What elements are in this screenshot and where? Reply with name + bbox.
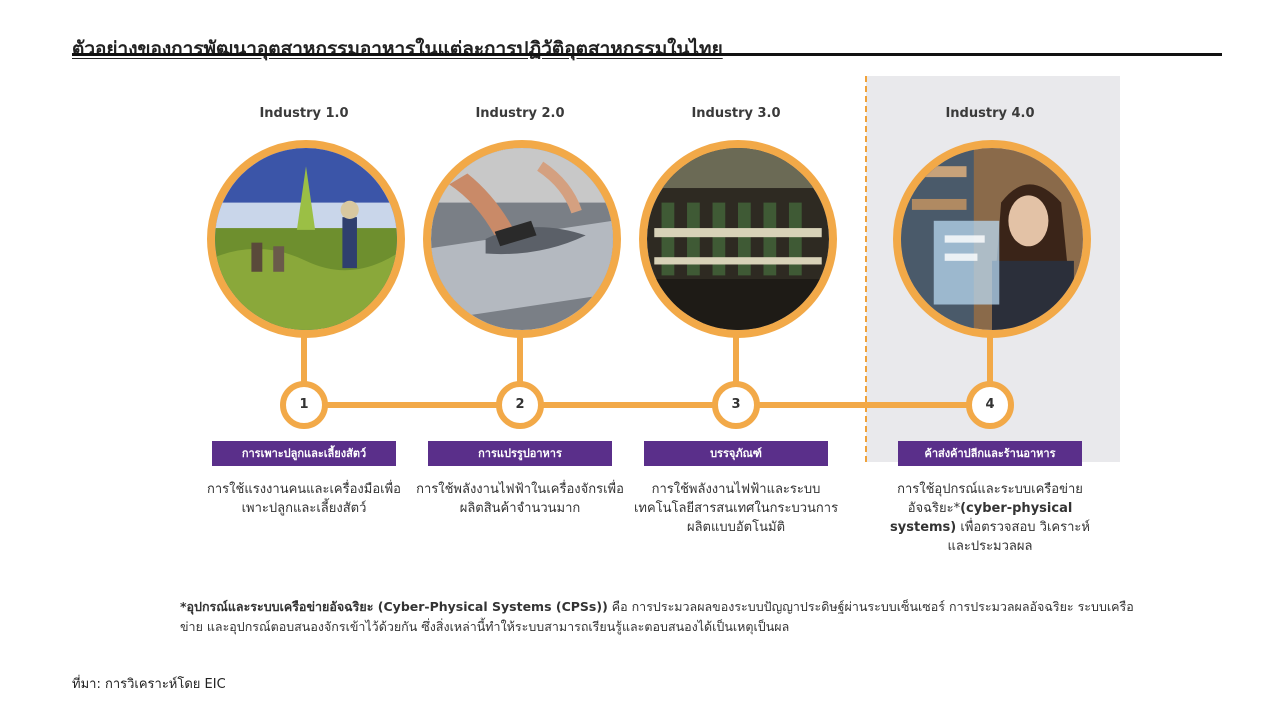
stage-description-bold: (cyber-physical systems) — [890, 501, 1073, 535]
farmers-in-rice-field-image — [207, 140, 405, 338]
stage-number: 2 — [496, 381, 544, 429]
stage-label: บรรจุภัณฑ์ — [644, 441, 828, 466]
stage-heading: Industry 4.0 — [945, 106, 1035, 121]
stage-description-pre: การใช้อุปกรณ์และระบบเครือข่ายอัจฉริยะ* — [897, 482, 1083, 516]
stage-4: Industry 4.0 4 ค้าส่งค้าปลีกและร้านอาหาร… — [870, 0, 1110, 720]
footnote: *อุปกรณ์และระบบเครือข่ายอัจฉริยะ (Cyber-… — [180, 597, 1140, 637]
stage-description: การใช้อุปกรณ์และระบบเครือข่ายอัจฉริยะ*(c… — [880, 480, 1100, 556]
title-underline — [72, 53, 1222, 56]
stage-2: Industry 2.0 2 การแปรรูปอาหาร การใช้พลัง… — [400, 0, 640, 720]
stage-connector — [733, 336, 739, 382]
footnote-term: *อุปกรณ์และระบบเครือข่ายอัจฉริยะ (Cyber-… — [180, 599, 608, 614]
fish-processing-image — [423, 140, 621, 338]
stage-1: Industry 1.0 1 การเพาะปลูกและเลี้ยงสัตว์… — [184, 0, 424, 720]
stage-heading: Industry 2.0 — [475, 106, 565, 121]
stage-connector — [301, 336, 307, 382]
timeline-connector — [306, 402, 992, 408]
stage-label: ค้าส่งค้าปลีกและร้านอาหาร — [898, 441, 1082, 466]
footnote-text: คือ การประมวลผลของระบบปัญญาประดิษฐ์ผ่านร… — [180, 599, 1134, 634]
source-note: ที่มา: การวิเคราะห์โดย EIC — [72, 677, 226, 692]
stage-description: การใช้พลังงานไฟฟ้าในเครื่องจักรเพื่อผลิต… — [416, 482, 624, 516]
stage-number: 1 — [280, 381, 328, 429]
stage-description: การใช้พลังงานไฟฟ้าและระบบเทคโนโลยีสารสนเ… — [633, 482, 839, 535]
stage-label: การเพาะปลูกและเลี้ยงสัตว์ — [212, 441, 396, 466]
stage-description-post: เพื่อตรวจสอบ วิเคราะห์และประมวลผล — [947, 520, 1090, 554]
stage-connector — [987, 336, 993, 382]
stage-label: การแปรรูปอาหาร — [428, 441, 612, 466]
bottling-line-image — [639, 140, 837, 338]
woman-with-digital-screen-image — [893, 140, 1091, 338]
stage-heading: Industry 3.0 — [691, 106, 781, 121]
stage-3: Industry 3.0 3 บรรจุภัณฑ์ การใช้พลังงานไ… — [616, 0, 856, 720]
dashed-divider — [865, 76, 867, 462]
stage-description: การใช้แรงงานคนและเครื่องมือเพื่อเพาะปลูก… — [207, 482, 401, 516]
stage-heading: Industry 1.0 — [259, 106, 349, 121]
stage-connector — [517, 336, 523, 382]
stage-number: 3 — [712, 381, 760, 429]
stage-number: 4 — [966, 381, 1014, 429]
